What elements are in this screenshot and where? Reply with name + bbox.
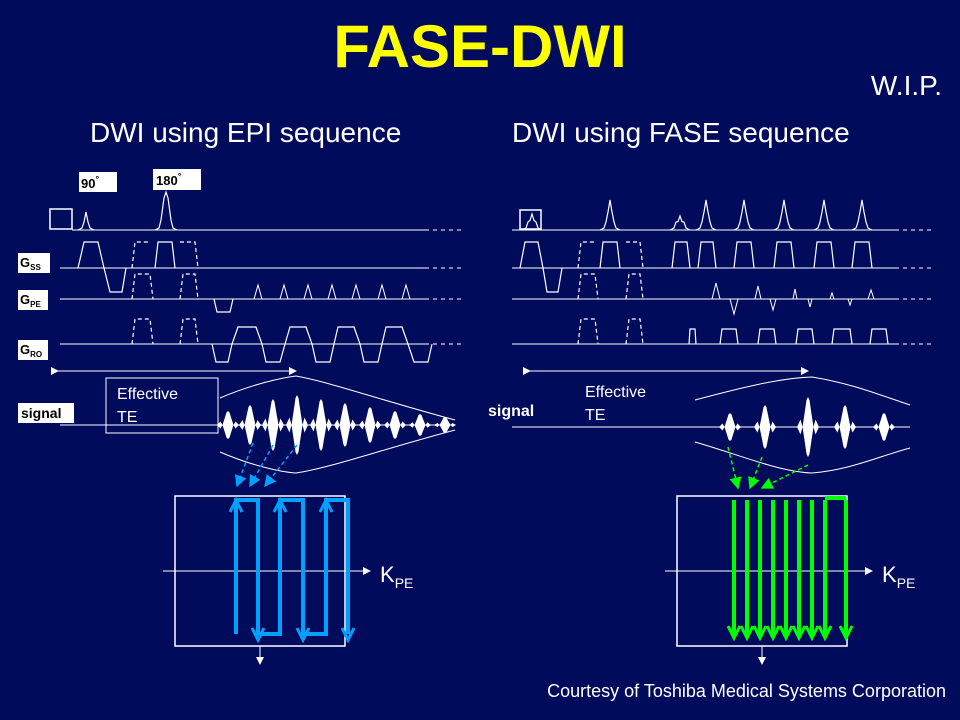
gss-label-box xyxy=(18,253,50,273)
epi-echo-5 xyxy=(310,399,332,451)
fase-refocus-pulse-4 xyxy=(773,199,795,231)
fase-echoes xyxy=(719,397,895,457)
fase-direction-arrow-5 xyxy=(778,625,794,642)
fase-gss-lobe-1 xyxy=(671,241,691,269)
epi-heading: DWI using EPI sequence xyxy=(90,117,402,148)
rf-90-box xyxy=(79,172,117,192)
fase-rf-pulses xyxy=(521,199,873,231)
gpe-label: GPE xyxy=(20,292,41,309)
fase-effective-te-label-2: TE xyxy=(585,407,605,424)
gpe-label-box xyxy=(18,290,48,310)
epi-echo-4 xyxy=(286,395,308,455)
epi-echoes xyxy=(217,395,456,455)
fase-gss-lobe-5 xyxy=(813,241,835,269)
epi-echo-1 xyxy=(217,411,239,439)
fase-gss-lobe-4 xyxy=(773,241,795,269)
fase-echo-1 xyxy=(719,413,741,441)
epi-effective-te-box xyxy=(105,377,219,434)
gro-label: GRO xyxy=(20,342,42,359)
fase-direction-arrow-1 xyxy=(726,625,742,642)
epi-echo-2 xyxy=(239,405,261,445)
fase-envelope-bottom xyxy=(694,441,911,474)
fase-refocus-pulse-5 xyxy=(813,199,835,231)
fase-echo-2 xyxy=(754,405,776,449)
gss-label: GSS xyxy=(20,255,41,272)
rf-180-pulse xyxy=(154,190,178,231)
signal-label-box xyxy=(18,403,74,423)
rf-180-box xyxy=(153,169,201,190)
fase-rf-180-pulse xyxy=(599,199,621,231)
fase-kpe-label: KPE xyxy=(882,562,915,591)
fase-direction-arrow-7 xyxy=(804,625,820,642)
epi-envelope-bottom xyxy=(219,429,456,474)
fase-effective-te-label-1: Effective xyxy=(585,384,646,401)
fase-direction-arrow-9 xyxy=(838,625,854,642)
fase-direction-arrow-4 xyxy=(765,625,781,642)
fase-rf-90-pulse xyxy=(521,211,543,231)
fase-refocus-pulse-1 xyxy=(669,214,691,231)
epi-direction-arrow-1 xyxy=(228,496,244,513)
fase-direction-arrow-8 xyxy=(817,625,833,642)
epi-direction-arrow-6 xyxy=(340,627,356,644)
fase-refocus-pulse-6 xyxy=(851,199,873,231)
fase-rf-axis-box xyxy=(519,209,542,230)
fase-mapping-arrows xyxy=(727,446,809,490)
epi-effective-te-label-1: Effective xyxy=(117,386,178,403)
fase-gss-lobe-6 xyxy=(851,241,873,269)
fase-kspace-trajectory xyxy=(726,496,854,642)
epi-direction-arrow-2 xyxy=(250,627,266,644)
fase-direction-arrow-6 xyxy=(791,625,807,642)
fase-echo-3 xyxy=(797,397,819,457)
gss-waveform xyxy=(77,241,127,293)
fase-refocus-pulse-2 xyxy=(695,199,717,231)
fase-echo-4 xyxy=(834,405,856,449)
epi-echo-10 xyxy=(434,417,456,433)
epi-diagram: 90° 180° GSS GPE GRO signal xyxy=(18,169,465,665)
epi-echo-3 xyxy=(262,399,284,451)
fase-heading: DWI using FASE sequence xyxy=(512,117,850,148)
epi-kspace-trajectory xyxy=(228,496,356,644)
epi-echo-6 xyxy=(334,403,356,447)
epi-echo-8 xyxy=(384,411,406,439)
epi-direction-arrow-5 xyxy=(318,496,334,513)
epi-direction-arrow-3 xyxy=(272,496,288,513)
epi-zigzag-line xyxy=(234,498,350,636)
fase-signal-label: signal xyxy=(488,403,534,420)
epi-effective-te-label-2: TE xyxy=(117,409,137,426)
epi-envelope-top xyxy=(219,375,456,421)
epi-echo-9 xyxy=(409,414,431,436)
fase-gss-lobe-2 xyxy=(697,241,717,269)
fase-diagram: Effective TE signal KPE xyxy=(488,199,935,665)
signal-label: signal xyxy=(21,405,61,421)
fase-direction-arrow-3 xyxy=(752,625,768,642)
fase-gss-lobe-3 xyxy=(733,241,755,269)
rf-axis-box xyxy=(49,208,73,230)
epi-echo-7 xyxy=(359,407,381,443)
slide-title: FASE-DWI xyxy=(333,13,627,80)
rf-90-pulse xyxy=(77,211,95,231)
fase-refocus-pulse-3 xyxy=(733,199,755,231)
epi-direction-arrow-4 xyxy=(295,627,311,644)
fase-direction-arrow-2 xyxy=(739,625,755,642)
epi-kpe-label: KPE xyxy=(380,562,413,591)
fase-echo-5 xyxy=(873,413,895,441)
rf-90-label: 90° xyxy=(81,174,99,191)
credit-line: Courtesy of Toshiba Medical Systems Corp… xyxy=(547,681,946,701)
work-in-progress-label: W.I.P. xyxy=(870,70,942,101)
rf-180-label: 180° xyxy=(156,171,182,188)
epi-mapping-arrows xyxy=(235,442,298,488)
gro-label-box xyxy=(18,340,48,360)
fase-envelope-top xyxy=(694,376,911,406)
